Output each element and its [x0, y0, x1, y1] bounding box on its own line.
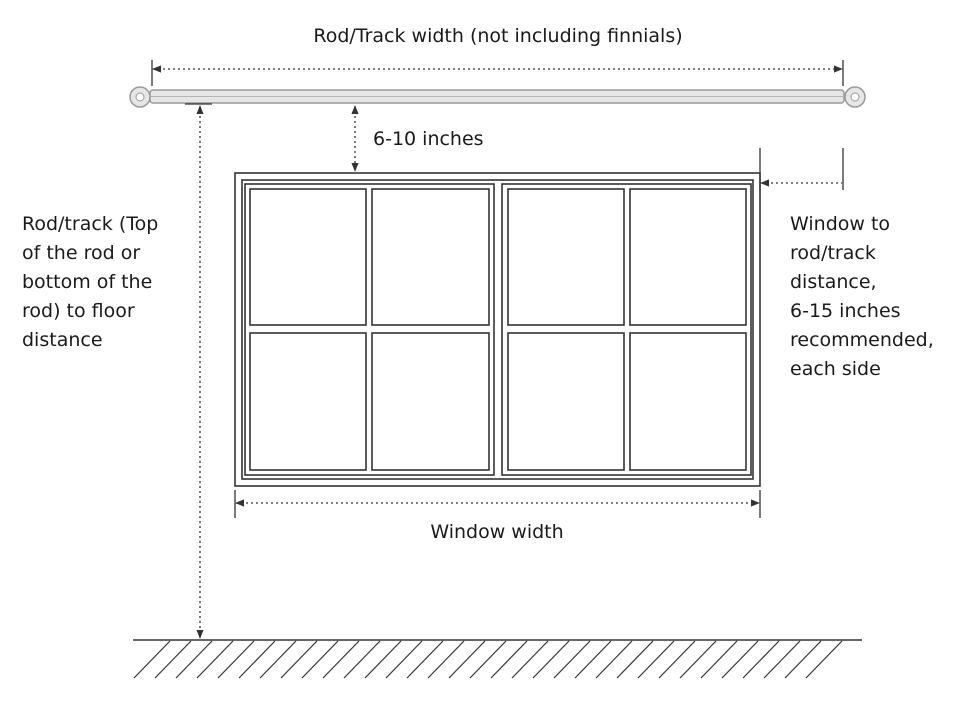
floor-hatch-line	[490, 640, 528, 679]
side-distance-label: Window to rod/track distance, 6-15 inche…	[790, 213, 940, 380]
floor-distance-line-4: rod) to floor	[22, 300, 135, 322]
floor-hatch-line	[364, 640, 402, 679]
floor-hatch-line	[763, 640, 801, 679]
window	[234, 172, 761, 487]
floor-distance-line-2: of the rod or	[22, 242, 140, 264]
rod-width-dimension	[151, 60, 844, 86]
floor-hatch-line	[427, 640, 465, 679]
window-width-dimension	[234, 490, 761, 518]
floor-hatch-line	[784, 640, 822, 679]
floor-hatch-line	[700, 640, 738, 679]
side-distance-line-5: recommended,	[790, 329, 934, 351]
floor-hatch-line	[322, 640, 360, 679]
side-distance-line-2: rod/track	[790, 242, 876, 264]
floor-distance-line-3: bottom of the	[22, 271, 152, 293]
floor	[133, 639, 862, 679]
floor-hatch-line	[238, 640, 276, 679]
floor-hatch-line	[385, 640, 423, 679]
floor-hatch-line	[196, 640, 234, 679]
floor-hatch-line	[343, 640, 381, 679]
floor-hatch-line	[532, 640, 570, 679]
window-sash-right	[501, 183, 752, 476]
floor-hatch-line	[574, 640, 612, 679]
side-distance-line-6: each side	[790, 358, 881, 380]
window-width-label: Window width	[430, 521, 563, 543]
floor-hatch-line	[301, 640, 339, 679]
curtain-rod	[129, 86, 866, 108]
floor-hatch-line	[721, 640, 759, 679]
floor-hatch-line	[175, 640, 213, 679]
floor-hatch-line	[511, 640, 549, 679]
top-gap-label: 6-10 inches	[373, 128, 484, 150]
floor-hatching	[133, 640, 843, 679]
floor-distance-line-1: Rod/track (Top	[22, 213, 158, 235]
window-sash-left	[244, 183, 495, 476]
rod-width-label: Rod/Track width (not including finnials)	[313, 25, 682, 47]
floor-distance-label: Rod/track (Top of the rod or bottom of t…	[22, 213, 164, 351]
floor-hatch-line	[553, 640, 591, 679]
floor-distance-line-5: distance	[22, 329, 103, 351]
floor-hatch-line	[658, 640, 696, 679]
side-distance-dimension	[759, 148, 844, 190]
floor-distance-dimension	[185, 103, 212, 639]
floor-hatch-line	[742, 640, 780, 679]
floor-hatch-line	[133, 640, 171, 679]
floor-hatch-line	[154, 640, 192, 679]
floor-hatch-line	[469, 640, 507, 679]
floor-hatch-line	[217, 640, 255, 679]
floor-hatch-line	[616, 640, 654, 679]
window-outer-frame	[234, 172, 761, 487]
side-distance-line-3: distance,	[790, 271, 877, 293]
floor-hatch-line	[595, 640, 633, 679]
floor-hatch-line	[679, 640, 717, 679]
floor-hatch-line	[280, 640, 318, 679]
floor-hatch-line	[448, 640, 486, 679]
floor-hatch-line	[406, 640, 444, 679]
side-distance-line-1: Window to	[790, 213, 890, 235]
side-distance-line-4: 6-15 inches	[790, 300, 901, 322]
floor-hatch-line	[637, 640, 675, 679]
floor-hatch-line	[805, 640, 843, 679]
floor-hatch-line	[259, 640, 297, 679]
